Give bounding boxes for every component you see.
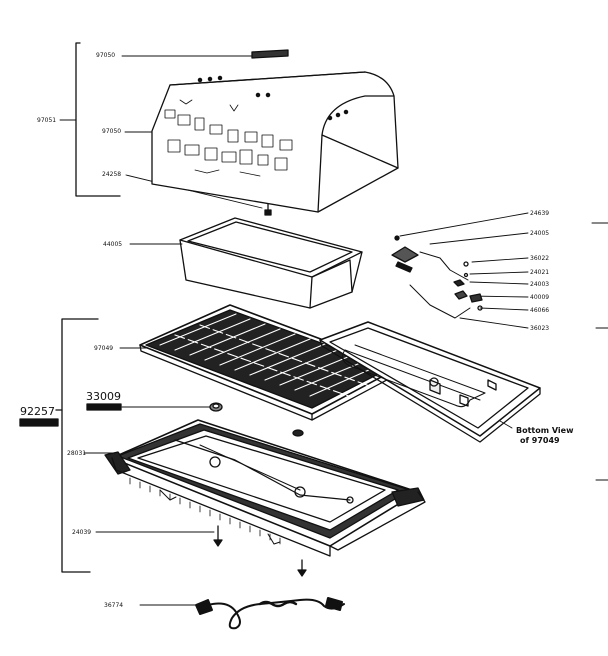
label-33009: 33009 bbox=[86, 390, 121, 403]
assembly-brackets bbox=[55, 42, 121, 573]
label-24003: 24003 bbox=[530, 281, 550, 288]
label-40009: 40009 bbox=[530, 294, 550, 301]
label-24258: 24258 bbox=[102, 171, 122, 178]
bottom-view-note-line1: Bottom View bbox=[516, 426, 574, 435]
label-97051: 97051 bbox=[37, 117, 57, 124]
screw-24258 bbox=[264, 203, 272, 216]
thermostat-parts bbox=[391, 235, 483, 319]
label-97050: 97050 bbox=[102, 128, 122, 135]
bottom-view-note-line2: of 97049 bbox=[520, 436, 560, 445]
label-36774: 36774 bbox=[104, 602, 124, 609]
label-36023: 36023 bbox=[530, 325, 550, 332]
nut bbox=[292, 429, 304, 437]
foot-33009-label-plate bbox=[86, 402, 223, 412]
cord-36774 bbox=[195, 597, 345, 630]
label-24005: 24005 bbox=[530, 230, 550, 237]
label-44005: 44005 bbox=[103, 241, 123, 248]
cover-97050 bbox=[151, 49, 399, 213]
griddle-bottom-view bbox=[319, 321, 541, 443]
screws-24039 bbox=[213, 525, 307, 577]
label-46066: 46066 bbox=[530, 307, 550, 314]
label-97050-top: 97050 bbox=[96, 52, 116, 59]
pan-44005 bbox=[179, 217, 363, 309]
label-28031: 28031 bbox=[67, 450, 87, 457]
page-edge-ticks bbox=[591, 222, 608, 481]
base-28031 bbox=[104, 419, 426, 557]
label-24021: 24021 bbox=[530, 269, 550, 276]
label-24639: 24639 bbox=[530, 210, 550, 217]
label-97049: 97049 bbox=[94, 345, 114, 352]
label-36022: 36022 bbox=[530, 255, 550, 262]
plate-92257 bbox=[19, 418, 59, 427]
label-24039: 24039 bbox=[72, 529, 92, 536]
label-92257: 92257 bbox=[20, 405, 55, 418]
